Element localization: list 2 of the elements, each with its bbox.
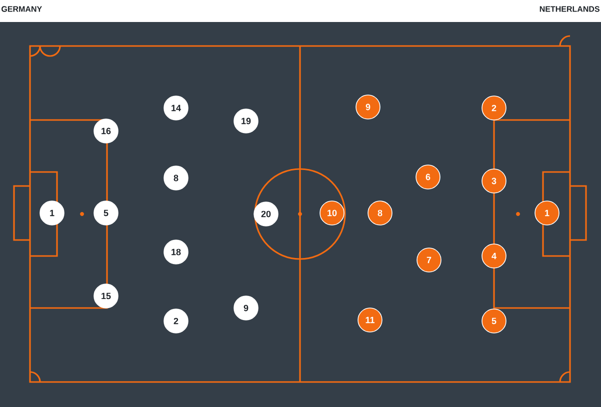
team-name: GERMANY: [2, 6, 42, 12]
team-name: NETHERLANDS: [540, 6, 600, 12]
